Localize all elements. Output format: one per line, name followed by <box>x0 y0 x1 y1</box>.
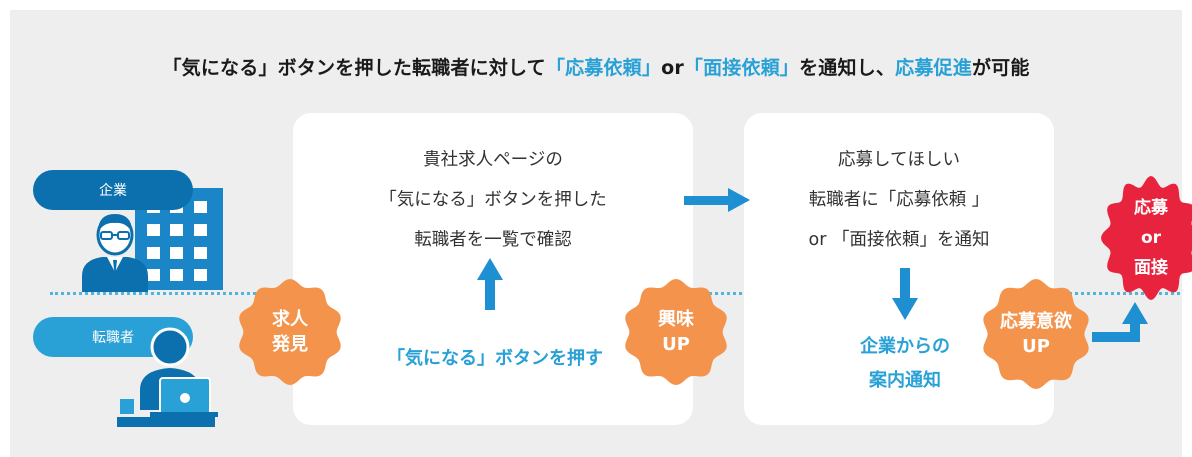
headline-text-3: を通知し、 <box>799 57 896 79</box>
arrow-up-right <box>1092 302 1148 342</box>
burst-result-shape <box>1101 176 1192 300</box>
burst-interest-up-line-2: UP <box>662 334 690 355</box>
burst-job-discovery-shape <box>239 279 341 385</box>
step-company-notice-line-1: 企業からの <box>860 336 950 357</box>
role-pill-company-label: 企業 <box>99 183 127 199</box>
step-company-notice: 企業からの 案内通知 <box>825 330 985 398</box>
burst-interest-up-label: 興味 UP <box>622 278 730 386</box>
card-send-request-text: 応募してほしい 転職者に「応募依頼 」 or 「面接依頼」を通知 <box>744 140 1054 260</box>
burst-job-discovery: 求人発見 <box>236 278 344 386</box>
burst-motivation-up-line-1: 応募意欲 <box>1000 311 1072 332</box>
headline-highlight-interview-request: 「面接依頼」 <box>683 57 800 79</box>
burst-result-label: 応募 or 面接 <box>1100 175 1192 301</box>
step-company-notice-line-2: 案内通知 <box>869 370 941 391</box>
step-press-button: 「気になる」ボタンを押す <box>387 348 603 369</box>
burst-interest-up: 興味 UP <box>622 278 730 386</box>
burst-motivation-up-label: 応募意欲 UP <box>980 278 1092 390</box>
burst-result-line-3: 面接 <box>1134 258 1168 278</box>
burst-motivation-up: 応募意欲 UP <box>980 278 1092 390</box>
role-pill-seeker: 転職者 <box>33 317 193 357</box>
headline-text-or: or <box>661 57 684 79</box>
role-pill-company: 企業 <box>33 170 193 210</box>
burst-interest-up-shape <box>625 279 727 385</box>
burst-motivation-up-shape <box>983 279 1089 389</box>
arrow-right <box>684 188 750 212</box>
card-view-list-line-1: 貴社求人ページの <box>423 150 563 170</box>
card-view-list-line-3: 転職者を一覧で確認 <box>414 230 572 250</box>
role-pill-seeker-label: 転職者 <box>92 330 134 346</box>
burst-job-discovery-label: 求人発見 <box>236 278 344 386</box>
diagram-stage: 「気になる」ボタンを押した転職者に対して「応募依頼」or「面接依頼」を通知し、応… <box>10 10 1192 457</box>
burst-interest-up-line-1: 興味 <box>658 309 694 330</box>
burst-motivation-up-line-2: UP <box>1022 336 1050 357</box>
burst-job-discovery-line-2: 発見 <box>272 334 308 355</box>
headline: 「気になる」ボタンを押した転職者に対して「応募依頼」or「面接依頼」を通知し、応… <box>10 53 1182 80</box>
burst-result-apply-or-interview: 応募 or 面接 <box>1100 175 1192 301</box>
headline-highlight-apply-request: 「応募依頼」 <box>545 57 662 79</box>
card-send-request-line-2: 転職者に「応募依頼 」 <box>808 190 990 210</box>
card-send-request-line-1: 応募してほしい <box>838 150 960 170</box>
headline-text-4: が可能 <box>971 57 1030 79</box>
burst-job-discovery-line-1: 求人 <box>272 309 308 330</box>
burst-result-line-1: 応募 <box>1134 198 1168 218</box>
card-view-list-line-2: 「気になる」ボタンを押した <box>379 190 607 210</box>
burst-result-line-2: or <box>1140 228 1162 248</box>
headline-text-1: 「気になる」ボタンを押した転職者に対して <box>162 57 546 79</box>
headline-highlight-promotion: 応募促進 <box>895 57 972 79</box>
card-view-list-text: 貴社求人ページの 「気になる」ボタンを押した 転職者を一覧で確認 <box>293 140 693 260</box>
card-send-request-line-3: or 「面接依頼」を通知 <box>808 230 990 250</box>
